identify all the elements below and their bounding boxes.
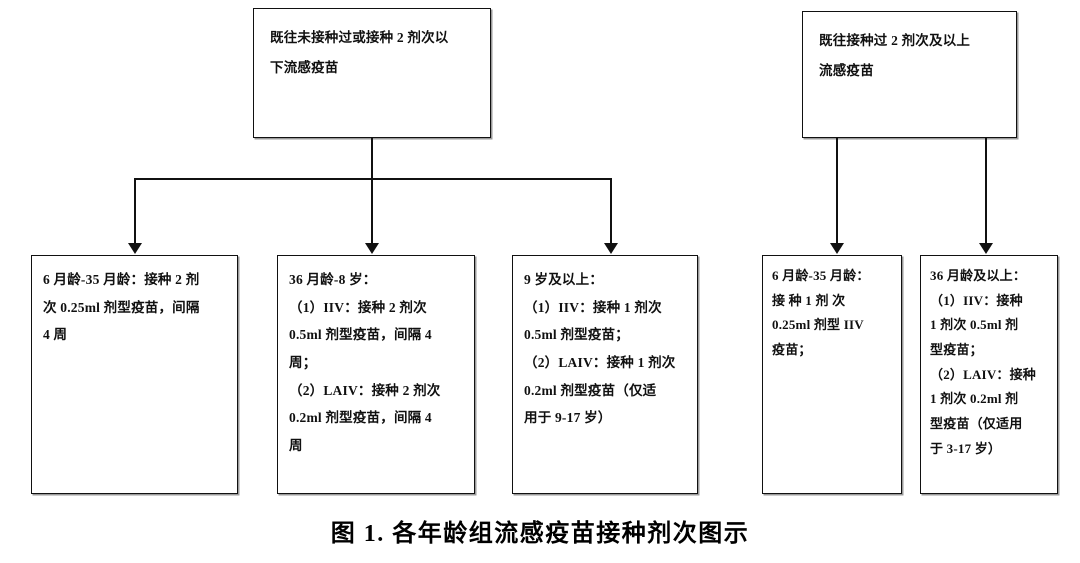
connector-left-trunk — [371, 138, 373, 179]
arrowhead-left-2 — [365, 243, 379, 254]
leaf-36m-8y-label: 36 月龄-8 岁： （1）IIV：接种 2 剂次 0.5ml 剂型疫苗，间隔 … — [289, 272, 441, 454]
leaf-9y-and-above: 9 岁及以上： （1）IIV：接种 1 剂次 0.5ml 剂型疫苗； （2）LA… — [512, 255, 698, 494]
connector-left-drop-3 — [610, 178, 612, 244]
leaf-36m-and-above: 36 月龄及以上： （1）IIV：接种 1 剂次 0.5ml 剂 型疫苗； （2… — [920, 255, 1058, 494]
leaf-36m-8y: 36 月龄-8 岁： （1）IIV：接种 2 剂次 0.5ml 剂型疫苗，间隔 … — [277, 255, 475, 494]
root-prior-2-or-more-doses: 既往接种过 2 剂次及以上 流感疫苗 — [802, 11, 1017, 138]
arrowhead-left-3 — [604, 243, 618, 254]
figure-caption: 图 1. 各年龄组流感疫苗接种剂次图示 — [330, 521, 750, 547]
root-prior-2-or-more-doses-label: 既往接种过 2 剂次及以上 流感疫苗 — [819, 33, 971, 78]
leaf-9y-and-above-label: 9 岁及以上： （1）IIV：接种 1 剂次 0.5ml 剂型疫苗； （2）LA… — [524, 272, 676, 426]
leaf-6m-35m-left: 6 月龄-35 月龄：接种 2 剂 次 0.25ml 剂型疫苗，间隔 4 周 — [31, 255, 238, 494]
connector-right-drop-2 — [985, 138, 987, 244]
connector-left-drop-2 — [371, 178, 373, 244]
leaf-36m-and-above-label: 36 月龄及以上： （1）IIV：接种 1 剂次 0.5ml 剂 型疫苗； （2… — [930, 268, 1037, 456]
connector-right-drop-1 — [836, 138, 838, 244]
arrowhead-right-2 — [979, 243, 993, 254]
leaf-6m-35m-left-label: 6 月龄-35 月龄：接种 2 剂 次 0.25ml 剂型疫苗，间隔 4 周 — [43, 272, 200, 343]
arrowhead-left-1 — [128, 243, 142, 254]
root-no-prior-or-under-2-doses: 既往未接种过或接种 2 剂次以 下流感疫苗 — [253, 8, 491, 138]
arrowhead-right-1 — [830, 243, 844, 254]
leaf-6m-35m-right: 6 月龄-35 月龄： 接 种 1 剂 次 0.25ml 剂型 IIV 疫苗； — [762, 255, 902, 494]
connector-left-drop-1 — [134, 178, 136, 244]
root-no-prior-or-under-2-doses-label: 既往未接种过或接种 2 剂次以 下流感疫苗 — [270, 30, 449, 75]
connector-left-bus — [135, 178, 612, 180]
leaf-6m-35m-right-label: 6 月龄-35 月龄： 接 种 1 剂 次 0.25ml 剂型 IIV 疫苗； — [772, 268, 870, 358]
